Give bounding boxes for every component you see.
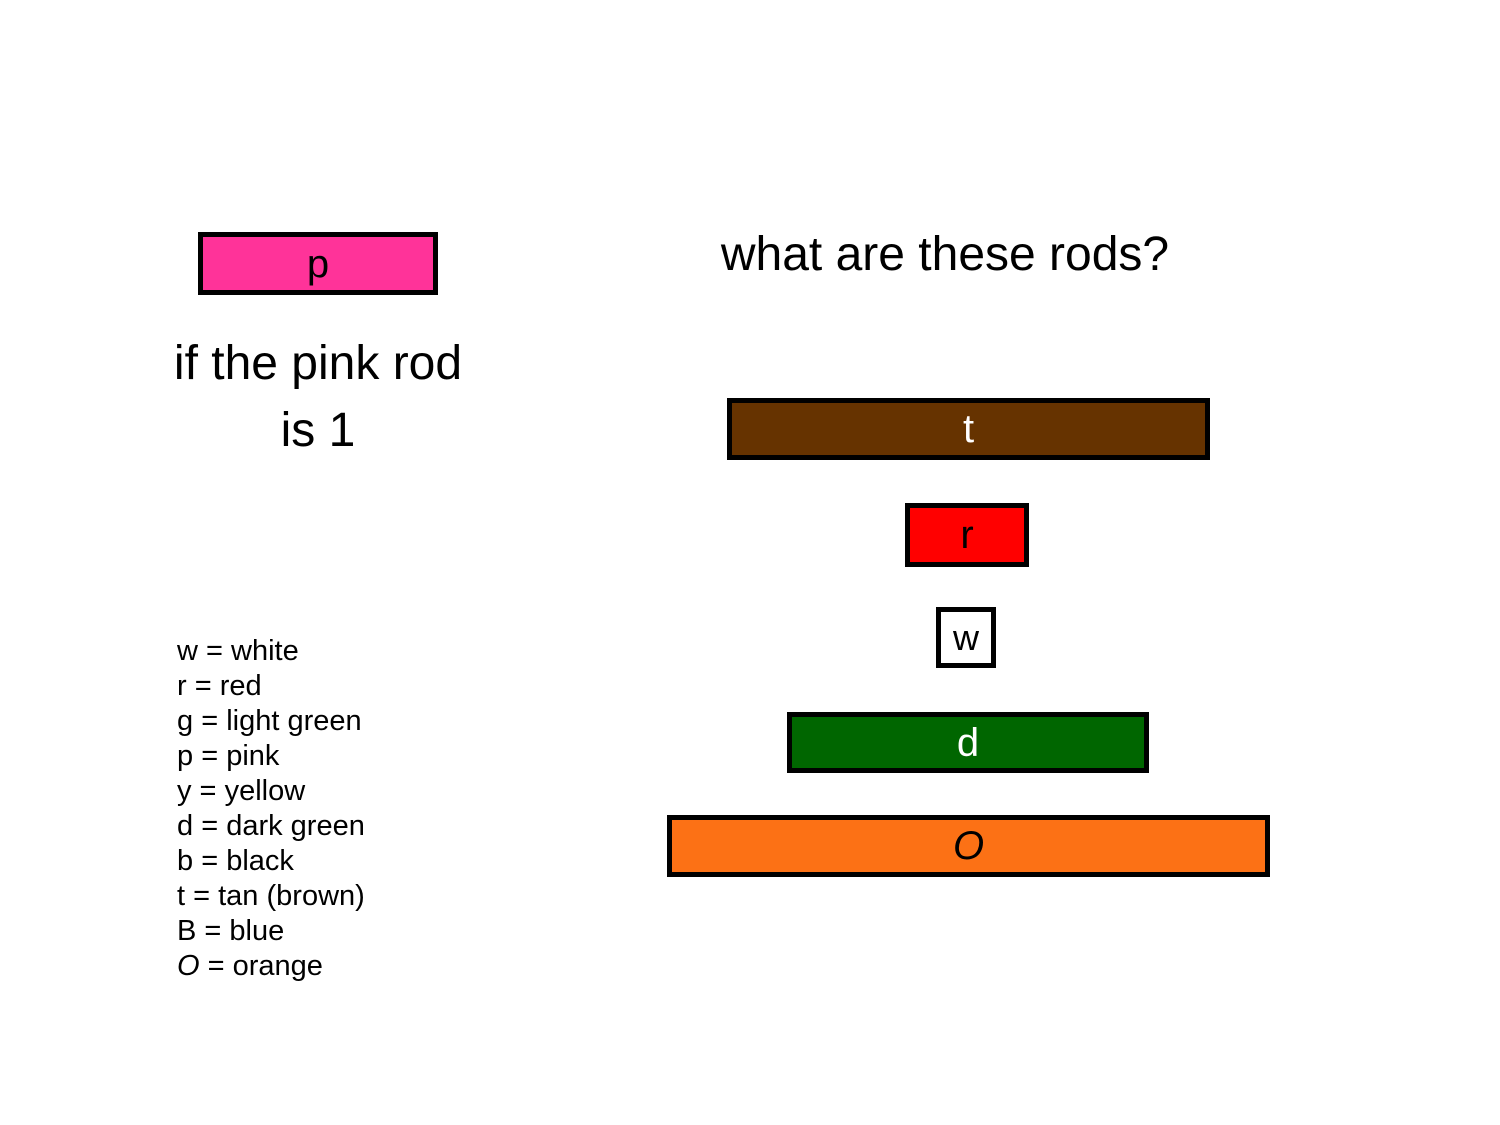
legend-color-name: dark green bbox=[226, 810, 365, 842]
red-rod-label: r bbox=[960, 513, 974, 557]
legend-color-name: orange bbox=[232, 950, 323, 982]
legend-item-light-green: g = light green bbox=[177, 704, 365, 739]
legend-separator: = bbox=[199, 950, 233, 982]
legend-symbol: B bbox=[177, 915, 197, 947]
legend-separator: = bbox=[193, 705, 227, 737]
tan-rod: t bbox=[727, 398, 1210, 460]
legend-item-red: r = red bbox=[177, 669, 365, 704]
legend-separator: = bbox=[193, 845, 227, 877]
legend-separator: = bbox=[193, 810, 227, 842]
example-caption: if the pink rod is 1 bbox=[98, 330, 538, 464]
dark-green-rod-label: d bbox=[956, 720, 980, 765]
red-rod: r bbox=[905, 503, 1029, 567]
white-rod-label: w bbox=[953, 616, 979, 658]
pink-rod-label: p bbox=[306, 241, 330, 286]
legend-color-name: red bbox=[219, 670, 262, 702]
orange-rod: O bbox=[667, 815, 1270, 877]
legend-item-dark-green: d = dark green bbox=[177, 809, 365, 844]
legend-separator: = bbox=[185, 880, 219, 912]
legend-symbol: d bbox=[177, 810, 194, 842]
white-rod: w bbox=[936, 607, 996, 668]
pink-example-rod: p bbox=[198, 232, 438, 295]
legend-item-white: w = white bbox=[177, 634, 365, 669]
legend-separator: = bbox=[186, 670, 220, 702]
legend-item-blue: B = blue bbox=[177, 914, 365, 949]
example-caption-line2: is 1 bbox=[280, 404, 356, 457]
legend-symbol: b bbox=[177, 845, 194, 877]
legend-item-black: b = black bbox=[177, 844, 365, 879]
tan-rod-label: t bbox=[962, 407, 975, 451]
legend-color-name: yellow bbox=[224, 775, 306, 807]
legend-color-name: tan (brown) bbox=[218, 880, 365, 912]
rod-color-legend: w = white r = red g = light green p = pi… bbox=[177, 634, 365, 984]
legend-color-name: blue bbox=[229, 915, 285, 947]
legend-item-tan: t = tan (brown) bbox=[177, 879, 365, 914]
legend-symbol: g bbox=[177, 705, 194, 737]
legend-symbol: p bbox=[177, 740, 194, 772]
question-title: what are these rods? bbox=[720, 228, 1170, 281]
legend-symbol: y bbox=[177, 775, 192, 807]
example-caption-line1: if the pink rod bbox=[173, 337, 463, 390]
legend-item-orange: O = orange bbox=[177, 949, 365, 984]
legend-symbol: O bbox=[177, 950, 200, 982]
legend-separator: = bbox=[193, 740, 227, 772]
legend-symbol: r bbox=[177, 670, 187, 702]
legend-item-pink: p = pink bbox=[177, 739, 365, 774]
legend-color-name: pink bbox=[226, 740, 280, 772]
legend-separator: = bbox=[196, 915, 230, 947]
legend-symbol: w bbox=[177, 635, 198, 667]
legend-color-name: black bbox=[226, 845, 294, 877]
legend-item-yellow: y = yellow bbox=[177, 774, 365, 809]
legend-separator: = bbox=[197, 635, 232, 667]
dark-green-rod: d bbox=[787, 712, 1149, 773]
legend-separator: = bbox=[191, 775, 225, 807]
legend-color-name: white bbox=[231, 635, 299, 667]
legend-symbol: t bbox=[177, 880, 186, 912]
legend-color-name: light green bbox=[226, 705, 362, 737]
orange-rod-label: O bbox=[952, 824, 985, 868]
